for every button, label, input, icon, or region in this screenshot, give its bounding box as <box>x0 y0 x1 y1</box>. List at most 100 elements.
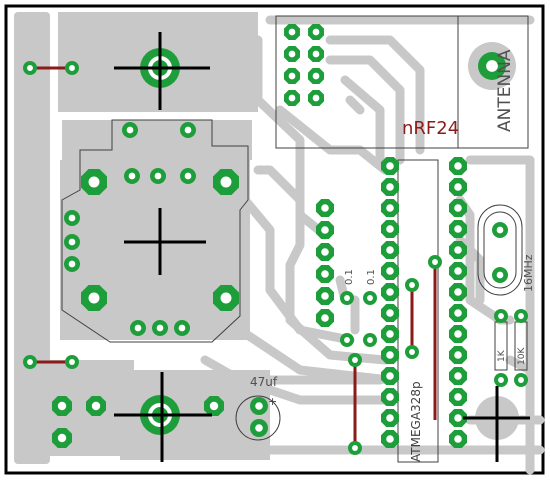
pad-hole <box>454 393 462 401</box>
jumper-pad <box>348 353 362 367</box>
pad-hole <box>321 204 329 212</box>
pad-hole <box>134 324 142 332</box>
header-pad <box>316 199 334 217</box>
jumper-pad <box>23 355 37 369</box>
pad-hole <box>386 183 394 191</box>
pad-hole <box>321 248 329 256</box>
pad-hole <box>178 324 186 332</box>
pad-hole <box>321 226 329 234</box>
mount-crosses <box>114 32 530 462</box>
pad-hole <box>409 349 415 355</box>
nrf24-label: nRF24 <box>402 118 459 139</box>
capacitor-pad <box>363 333 377 347</box>
mcu-label: ATMEGA328p <box>409 381 423 462</box>
mcu-pin-right <box>449 430 467 448</box>
pad-hole <box>454 372 462 380</box>
pad-hole <box>496 271 504 279</box>
pad-hole <box>386 204 394 212</box>
nrf-header-pad <box>308 46 324 62</box>
pad-hole <box>454 435 462 443</box>
mcu-pin-right <box>449 325 467 343</box>
resistor-2-label: 10K <box>517 347 527 365</box>
joystick-pad <box>64 210 80 226</box>
pad-hole <box>288 72 296 80</box>
pad-hole <box>454 267 462 275</box>
pad-hole <box>386 393 394 401</box>
mcu-pin-left <box>381 409 399 427</box>
pad-hole <box>156 324 164 332</box>
pad-hole <box>498 313 504 319</box>
pad-hole <box>255 424 263 432</box>
pad-hole <box>409 282 415 288</box>
jumper-pad <box>65 61 79 75</box>
jumper-pad <box>65 355 79 369</box>
nrf-header-pad <box>308 24 324 40</box>
header-pad <box>316 287 334 305</box>
pad-hole <box>68 238 76 246</box>
resistor-pad <box>514 309 528 323</box>
mcu-pin-right <box>449 220 467 238</box>
pad-hole <box>312 94 320 102</box>
crystal-label: 16MHz <box>522 254 535 292</box>
joystick-pad <box>122 122 138 138</box>
pad-hole <box>496 226 504 234</box>
pad-hole <box>57 433 67 443</box>
jumper-pad <box>348 441 362 455</box>
pad-hole <box>57 401 67 411</box>
crystal-inner-outline <box>483 211 517 289</box>
pad-hole <box>209 401 219 411</box>
mcu-pin-left <box>381 199 399 217</box>
joystick-pad <box>174 320 190 336</box>
pad-hole <box>27 65 33 71</box>
mcu-pin-right <box>449 262 467 280</box>
pad-hole <box>255 402 263 410</box>
mcu-pin-right <box>449 409 467 427</box>
pad-hole <box>27 359 33 365</box>
pad-hole <box>288 28 296 36</box>
nrf-header-pad <box>308 68 324 84</box>
pad-hole <box>88 176 100 188</box>
header-pad <box>316 265 334 283</box>
joystick-pad <box>130 320 146 336</box>
pad-hole <box>184 126 192 134</box>
pad-hole <box>68 260 76 268</box>
capacitor-pad <box>250 397 268 415</box>
pad-hole <box>454 414 462 422</box>
joystick-pad <box>180 122 196 138</box>
joystick-pad <box>180 168 196 184</box>
polarity-plus-mark: + <box>268 395 277 408</box>
pad-group <box>23 24 528 455</box>
mcu-pin-right <box>449 241 467 259</box>
antenna-feed-pad <box>478 52 506 80</box>
joystick-big-pad <box>213 285 239 311</box>
board-outline <box>4 4 545 475</box>
resistor-pad <box>494 309 508 323</box>
pad-hole <box>367 337 373 343</box>
pad-hole <box>367 295 373 301</box>
header-pad <box>316 221 334 239</box>
joystick-big-pad <box>81 285 107 311</box>
joystick-pad <box>64 256 80 272</box>
mcu-pin-left <box>381 304 399 322</box>
pad-hole <box>386 435 394 443</box>
mcu-pin-right <box>449 388 467 406</box>
joystick-pad <box>150 168 166 184</box>
pad-hole <box>69 359 75 365</box>
joystick-pad <box>64 234 80 250</box>
pad-hole <box>486 60 498 72</box>
pad-hole <box>518 313 524 319</box>
pad-hole <box>352 357 358 363</box>
pad-hole <box>312 50 320 58</box>
resistor-1-label: 1K <box>497 349 507 362</box>
capacitor-pad <box>250 419 268 437</box>
connector-pad <box>52 396 72 416</box>
pad-hole <box>321 292 329 300</box>
pad-hole <box>312 28 320 36</box>
nrf-header-pad <box>284 24 300 40</box>
pad-hole <box>386 330 394 338</box>
mcu-pin-right <box>449 199 467 217</box>
mcu-pin-left <box>381 262 399 280</box>
mcu-pin-left <box>381 325 399 343</box>
joystick-big-pad <box>213 169 239 195</box>
